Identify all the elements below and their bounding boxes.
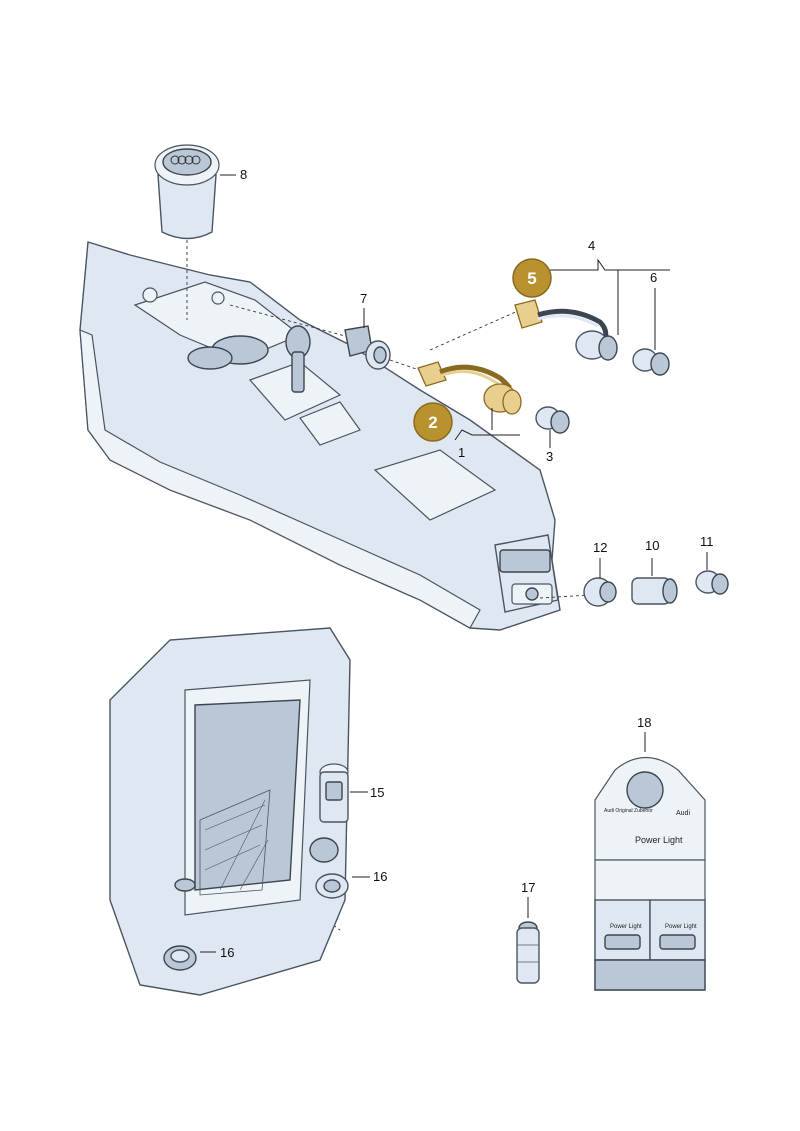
callout-3: 3 xyxy=(546,449,553,464)
callout-7: 7 xyxy=(360,291,367,306)
part-4-socket-harness xyxy=(514,299,618,361)
part-12-socket-holder xyxy=(583,577,617,607)
callout-16-upper: 16 xyxy=(373,869,387,884)
rings-logo-icon xyxy=(170,155,201,165)
callout-17: 17 xyxy=(521,880,535,895)
part-11-socket-insert xyxy=(695,570,729,595)
part-10-socket-body xyxy=(631,577,678,605)
part-16-socket-cap-b xyxy=(163,945,197,971)
trunk-side-panel xyxy=(109,627,351,996)
part-15-socket xyxy=(319,763,349,823)
part-16-socket-cap-a xyxy=(309,837,349,899)
badge-5-label: 5 xyxy=(527,269,536,288)
badge-5: 5 xyxy=(512,258,552,298)
badge-2-label: 2 xyxy=(428,413,437,432)
box-card-b-label: Power Light xyxy=(665,924,697,930)
callout-12: 12 xyxy=(593,540,607,555)
box-card-a-label: Power Light xyxy=(610,924,642,930)
part-3-socket-insert xyxy=(535,406,570,434)
part-17-power-plug xyxy=(516,921,540,984)
part-1-socket-harness xyxy=(417,361,522,415)
callout-labels: 8 7 4 6 1 3 12 10 11 15 16 16 17 18 xyxy=(220,167,714,960)
callout-11: 11 xyxy=(700,534,714,549)
callout-6: 6 xyxy=(650,270,657,285)
part-18-display-box: Audi Original Zubehör Audi Power Light P… xyxy=(594,757,706,991)
box-product-name: Power Light xyxy=(635,835,683,845)
part-8-ashtray-insert xyxy=(154,144,220,240)
callout-15: 15 xyxy=(370,785,384,800)
box-brand: Audi xyxy=(676,810,690,817)
box-small-caption: Audi Original Zubehör xyxy=(604,808,653,814)
callout-1: 1 xyxy=(458,445,465,460)
callout-16-lower: 16 xyxy=(220,945,234,960)
part-6-socket-insert xyxy=(632,348,670,376)
leader-lines xyxy=(200,174,708,953)
callout-8: 8 xyxy=(240,167,247,182)
center-console xyxy=(79,241,561,631)
callout-18: 18 xyxy=(637,715,651,730)
part-7-socket-holder xyxy=(344,325,391,370)
badge-2: 2 xyxy=(413,402,453,442)
callout-4: 4 xyxy=(588,238,595,253)
callout-10: 10 xyxy=(645,538,659,553)
